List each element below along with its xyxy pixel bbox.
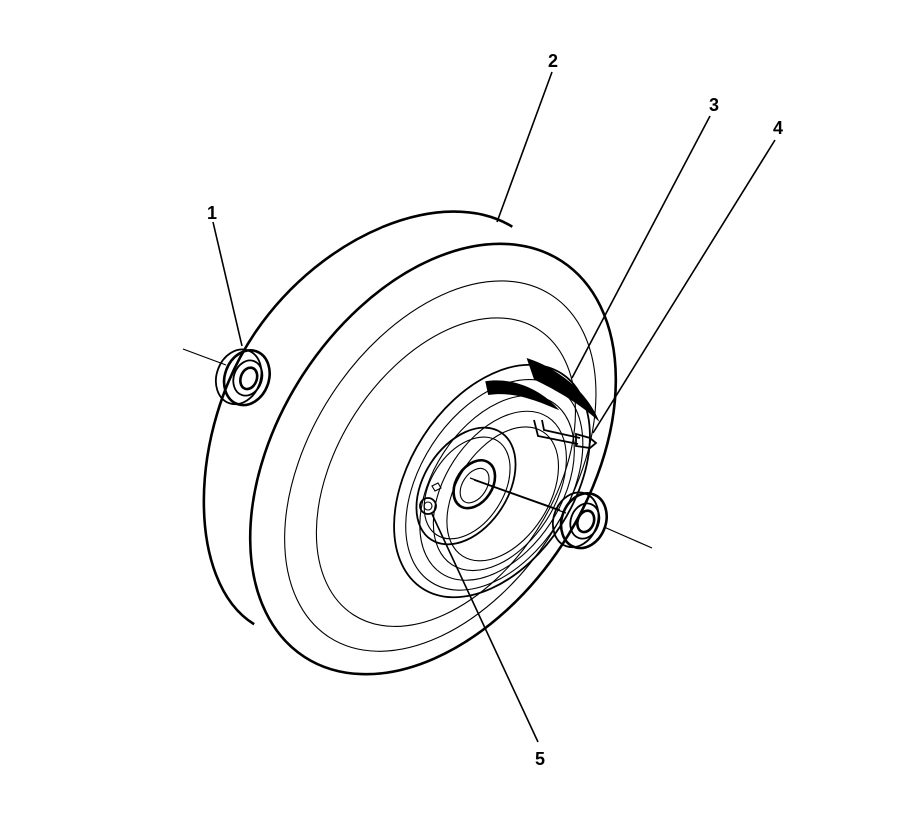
- axle-centerline-front: [473, 479, 567, 514]
- bearing-right: [551, 491, 608, 550]
- tire: [202, 210, 618, 676]
- callout-label-2: 2: [548, 51, 558, 71]
- valve-stem: [533, 419, 598, 449]
- grease-fitting: [419, 482, 442, 515]
- hub: [415, 426, 517, 546]
- callout-label-4: 4: [773, 118, 783, 138]
- rim: [393, 357, 600, 599]
- leader-lines: [212, 71, 776, 743]
- leader-3: [571, 115, 711, 379]
- callout-label-5: 5: [535, 749, 545, 769]
- leader-1: [212, 221, 243, 347]
- leader-2: [496, 71, 553, 223]
- leader-5: [431, 513, 539, 743]
- bearing-left: [214, 348, 271, 407]
- callout-label-3: 3: [709, 95, 719, 115]
- leader-4: [592, 139, 776, 434]
- callout-label-1: 1: [207, 203, 217, 223]
